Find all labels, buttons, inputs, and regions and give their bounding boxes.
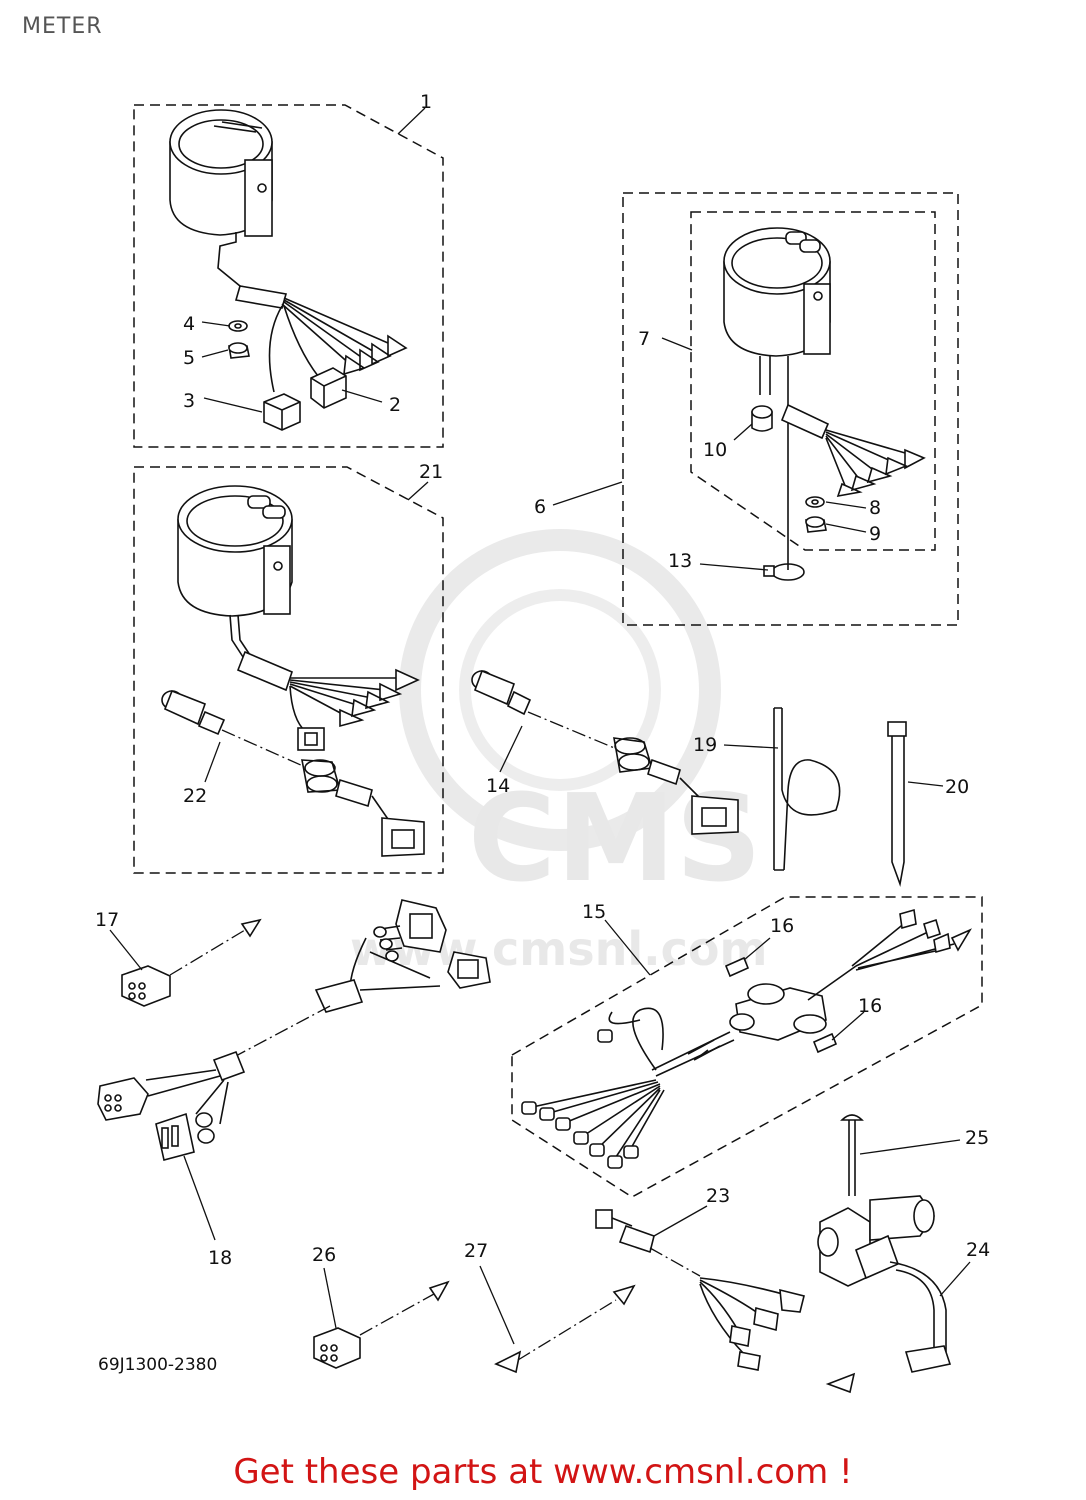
callout-27: 27 bbox=[464, 1240, 488, 1262]
part-4-washer bbox=[228, 320, 248, 332]
callout-25: 25 bbox=[965, 1127, 989, 1149]
callout-8: 8 bbox=[869, 497, 881, 519]
part-24-sensor bbox=[817, 1195, 952, 1394]
parts-diagram: CMS www.cmsnl.com bbox=[95, 91, 990, 1394]
callout-24: 24 bbox=[966, 1239, 990, 1261]
callout-26: 26 bbox=[312, 1244, 336, 1266]
part-17-coupler bbox=[121, 918, 262, 1007]
part-27-cable bbox=[494, 1284, 636, 1374]
callout-9: 9 bbox=[869, 523, 881, 545]
callout-19: 19 bbox=[693, 734, 717, 756]
part-14-cable bbox=[471, 669, 739, 835]
callout-18: 18 bbox=[208, 1247, 232, 1269]
part-15-harness bbox=[521, 908, 972, 1169]
callout-20: 20 bbox=[945, 776, 969, 798]
part-23-harness bbox=[595, 1209, 805, 1371]
part-26-coupler bbox=[313, 1280, 450, 1369]
callout-1: 1 bbox=[420, 91, 432, 113]
watermark: CMS www.cmsnl.com bbox=[350, 529, 767, 976]
part-25-screw bbox=[840, 1114, 864, 1196]
meter-21 bbox=[177, 485, 420, 751]
group-box-21 bbox=[133, 466, 444, 874]
page-title: METER bbox=[22, 14, 103, 39]
part-3-coupler bbox=[263, 393, 301, 431]
footer-cta[interactable]: Get these parts at www.cmsnl.com ! bbox=[233, 1452, 853, 1492]
leader-lines bbox=[109, 107, 971, 1345]
part-9-nut bbox=[805, 516, 827, 533]
part-16a-fuse bbox=[724, 956, 750, 978]
callout-4: 4 bbox=[183, 313, 195, 335]
callout-16a: 16 bbox=[770, 915, 794, 937]
part-8-washer bbox=[805, 496, 825, 508]
part-10-cap bbox=[751, 405, 773, 432]
part-20-cable-tie bbox=[887, 721, 907, 888]
part-5-nut bbox=[228, 342, 250, 359]
part-2-coupler bbox=[310, 367, 347, 409]
callout-14: 14 bbox=[486, 775, 510, 797]
part-16b-fuse bbox=[812, 1032, 838, 1054]
callout-17: 17 bbox=[95, 909, 119, 931]
callout-22: 22 bbox=[183, 785, 207, 807]
group-box-7 bbox=[690, 211, 936, 551]
meter-7 bbox=[723, 227, 926, 570]
callout-21: 21 bbox=[419, 461, 443, 483]
callout-5: 5 bbox=[183, 347, 195, 369]
callout-2: 2 bbox=[389, 394, 401, 416]
callout-13: 13 bbox=[668, 550, 692, 572]
meter-1 bbox=[169, 109, 408, 393]
group-box-1 bbox=[133, 104, 444, 448]
part-19-hose bbox=[773, 707, 841, 871]
callout-16b: 16 bbox=[858, 995, 882, 1017]
part-22-cable bbox=[161, 689, 425, 857]
callout-6: 6 bbox=[534, 496, 546, 518]
part-18-harness bbox=[97, 899, 491, 1161]
callout-7: 7 bbox=[638, 328, 650, 350]
diagram-code: 69J1300-2380 bbox=[98, 1355, 217, 1375]
watermark-brand: CMS bbox=[468, 770, 762, 909]
callout-labels: 1 2 3 4 5 6 7 8 9 10 13 14 15 16 16 17 1… bbox=[95, 91, 990, 1269]
part-13-clamp bbox=[763, 563, 805, 581]
callout-3: 3 bbox=[183, 390, 195, 412]
callout-23: 23 bbox=[706, 1185, 730, 1207]
callout-15: 15 bbox=[582, 901, 606, 923]
callout-10: 10 bbox=[703, 439, 727, 461]
